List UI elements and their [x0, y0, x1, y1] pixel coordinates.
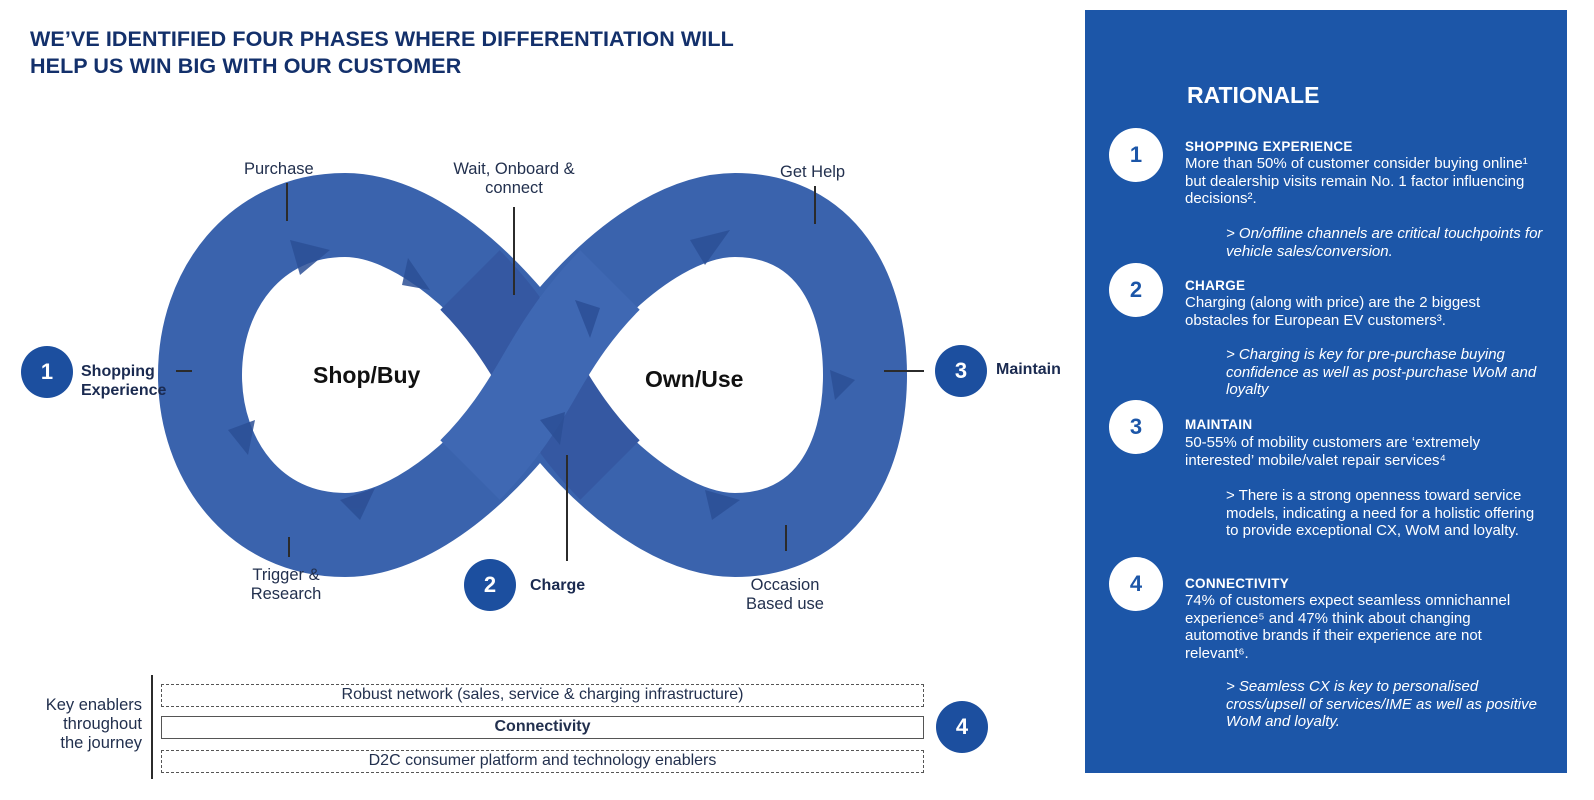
phase-1-badge: 1 [21, 346, 73, 398]
phase-2-badge: 2 [464, 559, 516, 611]
connector-line [814, 186, 816, 224]
loop-label-own-use: Own/Use [645, 366, 744, 392]
arrow-chevron-icon [830, 370, 855, 400]
phase-3-label: Maintain [996, 361, 1061, 378]
enabler-connectivity: Connectivity [161, 716, 924, 739]
arrow-chevron-icon [340, 488, 375, 520]
rationale-3-heading: MAINTAIN [1185, 417, 1253, 432]
arrow-chevron-icon [690, 230, 730, 265]
phase-2-label: Charge [530, 577, 586, 594]
stage-label-occasion-line-1: Occasion [750, 576, 820, 594]
enabler-d2c-platform: D2C consumer platform and technology ena… [161, 750, 924, 773]
phase-3-badge: 3 [935, 345, 987, 397]
arrow-chevron-icon [540, 412, 565, 445]
stage-label-get-help: Get Help [780, 163, 846, 181]
rationale-2-heading: CHARGE [1185, 278, 1246, 293]
stage-label-trigger-research: Trigger & Research [248, 566, 324, 604]
connector-line [513, 207, 515, 295]
rationale-title: RATIONALE [1187, 82, 1320, 108]
rationale-2-badge: 2 [1109, 263, 1163, 317]
rationale-1-badge: 1 [1109, 128, 1163, 182]
connector-line [286, 183, 288, 221]
enablers-heading-line-1: Key enablers [45, 696, 142, 714]
rationale-3-badge: 3 [1109, 400, 1163, 454]
rationale-1-note: > On/offline channels are critical touch… [1226, 225, 1543, 260]
infinity-right-loop [535, 172, 908, 578]
stage-label-wait-line-2: connect [485, 179, 543, 197]
stage-label-occasion-line-2: Based use [746, 595, 824, 613]
rationale-2-body: Charging (along with price) are the 2 bi… [1185, 294, 1481, 329]
enablers-heading-line-3: the journey [60, 734, 142, 752]
connector-line [176, 370, 192, 372]
title-line-1: WE’VE IDENTIFIED FOUR PHASES WHERE DIFFE… [30, 27, 734, 51]
phase-1-label-line-2: Experience [81, 382, 167, 399]
phase-4-badge: 4 [936, 701, 988, 753]
rationale-4-badge: 4 [1109, 557, 1163, 611]
loop-label-shop-buy: Shop/Buy [313, 362, 421, 388]
rationale-2-note: > Charging is key for pre-purchase buyin… [1226, 346, 1537, 398]
enabler-robust-network: Robust network (sales, service & chargin… [161, 684, 924, 707]
arrow-chevron-icon [575, 300, 600, 338]
rationale-4-heading: CONNECTIVITY [1185, 576, 1290, 591]
rationale-1-heading: SHOPPING EXPERIENCE [1185, 139, 1353, 154]
stage-label-trigger-line-1: Trigger & [252, 566, 320, 584]
connector-line [288, 537, 290, 557]
flow-arrows [228, 230, 855, 520]
stage-label-occasion-based-use: Occasion Based use [743, 576, 827, 614]
phase-1-label: Shopping Experience [81, 362, 166, 400]
infinity-left-loop [157, 172, 545, 578]
stage-label-trigger-line-2: Research [250, 585, 322, 603]
rationale-4-note: > Seamless CX is key to personalised cro… [1226, 678, 1537, 730]
enablers-heading-line-2: throughout [63, 715, 142, 733]
arrow-chevron-icon [228, 420, 255, 455]
rationale-3-note: > There is a strong openness toward serv… [1226, 487, 1535, 539]
enablers-divider [151, 675, 153, 779]
rationale-panel: RATIONALE 1 SHOPPING EXPERIENCE More tha… [1085, 10, 1567, 773]
title-line-2: HELP US WIN BIG WITH OUR CUSTOMER [30, 54, 462, 78]
stage-label-wait-line-1: Wait, Onboard & [453, 160, 575, 178]
page-title: WE’VE IDENTIFIED FOUR PHASES WHERE DIFFE… [30, 26, 850, 80]
rationale-4-body: 74% of customers expect seamless omnicha… [1185, 592, 1511, 662]
enablers-heading: Key enablers throughout the journey [22, 696, 142, 753]
infinity-loop-diagram [157, 172, 908, 578]
rationale-1-body: More than 50% of customer consider buyin… [1185, 155, 1528, 207]
connector-line [566, 455, 568, 561]
arrow-chevron-icon [705, 490, 740, 520]
connector-line [884, 370, 924, 372]
arrow-chevron-icon [290, 240, 330, 275]
stage-label-wait-onboard: Wait, Onboard & connect [448, 160, 580, 198]
arrow-chevron-icon [402, 258, 430, 290]
rationale-3-body: 50-55% of mobility customers are ‘extrem… [1185, 434, 1481, 469]
connector-line [785, 525, 787, 551]
stage-label-purchase: Purchase [244, 160, 314, 178]
phase-1-label-line-1: Shopping [81, 363, 155, 380]
